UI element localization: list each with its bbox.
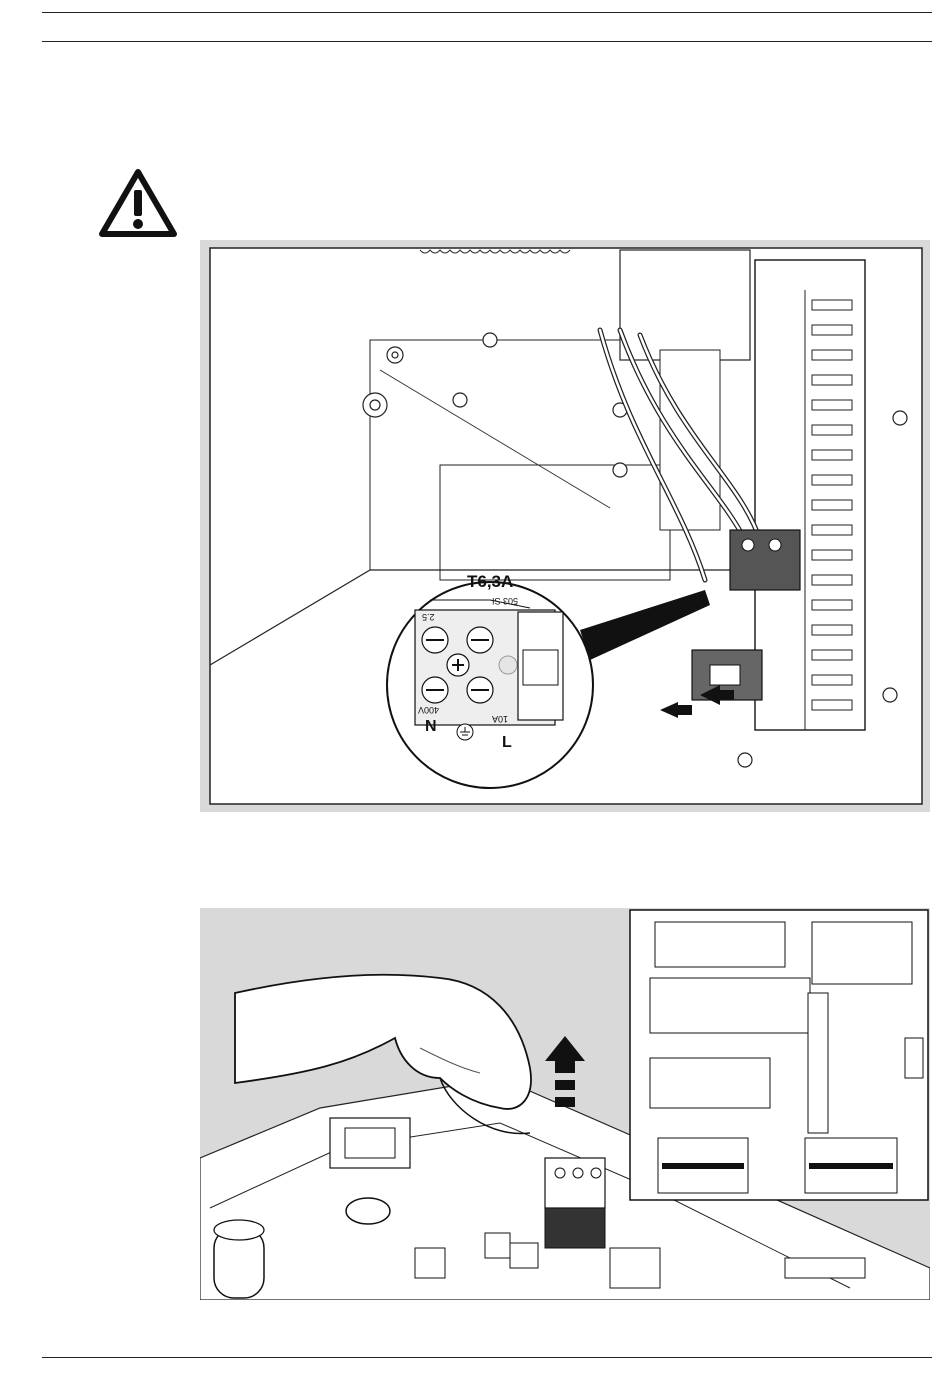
- figure-mains-terminal: T6,3A 503 SI 2.5 400V 10A N L: [200, 240, 930, 812]
- figure-board-removal: [200, 908, 930, 1300]
- header-rule-top: [42, 12, 932, 13]
- footer-rule: [42, 1357, 932, 1358]
- terminal-code-label: 503 SI: [492, 596, 518, 606]
- header-rule-bottom: [42, 41, 932, 42]
- terminal-rating-top: 2.5: [422, 612, 435, 622]
- line-label: L: [502, 734, 512, 752]
- warning-triangle-icon: [98, 168, 178, 238]
- neutral-label: N: [425, 718, 437, 736]
- terminal-rating-voltage: 400V: [418, 705, 439, 715]
- terminal-rating-current: 10A: [492, 714, 508, 724]
- fuse-rating-label: T6,3A: [467, 572, 513, 592]
